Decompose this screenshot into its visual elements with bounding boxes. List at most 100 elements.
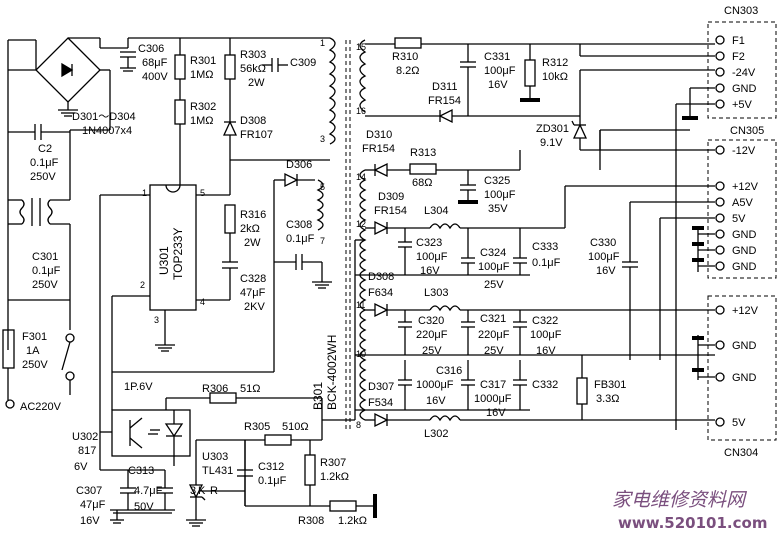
output-main-5v-section: D307 F534 L302 C316 1000μF 16V C317 1000… (355, 355, 715, 440)
cn305-pin-gnd3 (715, 261, 725, 271)
cn305-pin-12v (715, 181, 725, 191)
cn305-pin-gnd2 (715, 245, 725, 255)
c317-ref: C317 (480, 379, 506, 391)
winding-pin-14: 14 (356, 172, 366, 182)
c325-ref: C325 (484, 175, 510, 187)
l303-ref: L303 (424, 287, 448, 299)
c323-value: 100μF (416, 251, 448, 263)
winding-pin-5: 5 (320, 182, 325, 192)
u303-part: TL431 (202, 465, 233, 477)
c313-voltage: 50V (134, 501, 154, 513)
d310-ref: D310 (366, 129, 392, 141)
watermark-cn: 家电维修资料网 (612, 489, 748, 511)
c331-ref: C331 (484, 51, 510, 63)
r313-ref: R313 (410, 147, 436, 159)
u301-ic (149, 184, 197, 311)
hv-snubber-section: C306 68μF 400V R301 1MΩ R302 1MΩ R303 56… (120, 37, 330, 195)
cn303-pin-f2 (715, 51, 725, 61)
r310-ref: R310 (392, 51, 418, 63)
cn305-connector: CN305 -12V +12V A5V 5V GND GND GND (630, 125, 777, 279)
transformer-ref: B301 (311, 382, 325, 410)
d307-value: F534 (368, 397, 393, 409)
cn304-label-0: +12V (732, 305, 759, 317)
cn303-pin-24v (715, 67, 725, 77)
c321-value: 220μF (478, 329, 510, 341)
c325-voltage: 35V (488, 203, 508, 215)
c328-voltage: 2KV (244, 301, 265, 313)
cn304-label-3: 5V (732, 417, 746, 429)
cn303-connector: CN303 F1 F2 -24V GND +5V (675, 5, 777, 430)
r316-value: 2kΩ (240, 223, 260, 235)
d309-ref: D309 (378, 191, 404, 203)
c306-ref: C306 (138, 43, 164, 55)
c312-ref: C312 (258, 461, 284, 473)
cn304-title: CN304 (724, 447, 758, 459)
transformer-part: BCK-4002WH (325, 335, 339, 410)
c324-ref: C324 (480, 247, 506, 259)
optocoupler-u302 (111, 409, 191, 457)
r312-value: 10kΩ (542, 71, 568, 83)
c321-voltage: 25V (484, 345, 504, 357)
u303-ref: U303 (202, 451, 228, 463)
cn305-label-5: GND (732, 245, 757, 257)
d307-ref: D307 (368, 381, 394, 393)
f301-value: 1A (26, 345, 40, 357)
u301-ref: U301 (157, 246, 171, 275)
c331-value: 100μF (484, 65, 516, 77)
watermark: 家电维修资料网 www.520101.com (612, 489, 767, 532)
cn304-pin-gnd1 (715, 340, 725, 350)
u301-pin4: 4 (200, 297, 205, 307)
c313-value: 4.7μF (134, 485, 163, 497)
d308a-value: FR107 (240, 129, 273, 141)
r302-value: 1MΩ (190, 115, 214, 127)
cn303-label-1: F2 (732, 51, 745, 63)
u301-pin2: 2 (140, 280, 145, 290)
c322-value: 100μF (530, 329, 562, 341)
winding-pin-12: 12 (356, 219, 366, 229)
c332-ref: C332 (532, 379, 558, 391)
d311-value: FR154 (428, 95, 461, 107)
u301-pin1: 1 (142, 188, 147, 198)
c307-value: 47μF (80, 499, 106, 511)
cn305-pin-neg12v (715, 145, 725, 155)
cn303-label-0: F1 (732, 35, 745, 47)
c325-value: 100μF (484, 189, 516, 201)
u302-part: 817 (78, 445, 96, 457)
cn304-pin-gnd2 (715, 372, 725, 382)
cn305-label-4: GND (732, 229, 757, 241)
output-12v-section: D310 FR154 R313 68Ω C325 100μF 35V D309 … (354, 129, 715, 420)
feedback-section: 1P.6V U302 817 6V R306 51Ω R305 510Ω U30… (72, 381, 377, 527)
c316-ref: C316 (436, 365, 462, 377)
c312-value: 0.1μF (258, 475, 287, 487)
c330-voltage: 16V (596, 265, 616, 277)
r307-ref: R307 (320, 457, 346, 469)
cn305-pin-gnd1 (715, 229, 725, 239)
u301-pin5: 5 (200, 188, 205, 198)
c324-voltage: 25V (484, 279, 504, 291)
f301-voltage: 250V (22, 359, 48, 371)
d308b-value: F634 (368, 287, 393, 299)
c2-voltage: 250V (30, 171, 56, 183)
opto-voltage-1: 1P.6V (124, 381, 153, 393)
winding-pin-7: 7 (320, 236, 325, 246)
c323-voltage: 16V (420, 265, 440, 277)
cn305-pin-a5v (715, 197, 725, 207)
u301-part: TOP233Y (171, 228, 185, 280)
transformer-b301: 1 3 5 7 B301 BCK-4002WH 15 16 14 12 11 1… (311, 37, 367, 430)
c322-voltage: 16V (536, 345, 556, 357)
r302-ref: R302 (190, 101, 216, 113)
winding-pin-11: 11 (356, 300, 365, 310)
f301-ref: F301 (22, 331, 47, 343)
bridge-value: 1N4007x4 (82, 125, 132, 137)
winding-pin-10: 10 (356, 349, 366, 359)
c320-ref: C320 (418, 315, 444, 327)
c324-value: 100μF (478, 261, 510, 273)
c333-value: 0.1μF (532, 257, 561, 269)
d311-ref: D311 (432, 81, 457, 93)
ac-input-section: D301～D304 1N4007x4 C2 0.1μF 250V C301 0.… (2, 37, 136, 413)
c317-value: 1000μF (474, 393, 512, 405)
cn305-label-3: 5V (732, 213, 746, 225)
c316-voltage: 16V (426, 395, 446, 407)
r303-value: 56kΩ (240, 63, 266, 75)
winding-pin-8: 8 (356, 420, 361, 430)
